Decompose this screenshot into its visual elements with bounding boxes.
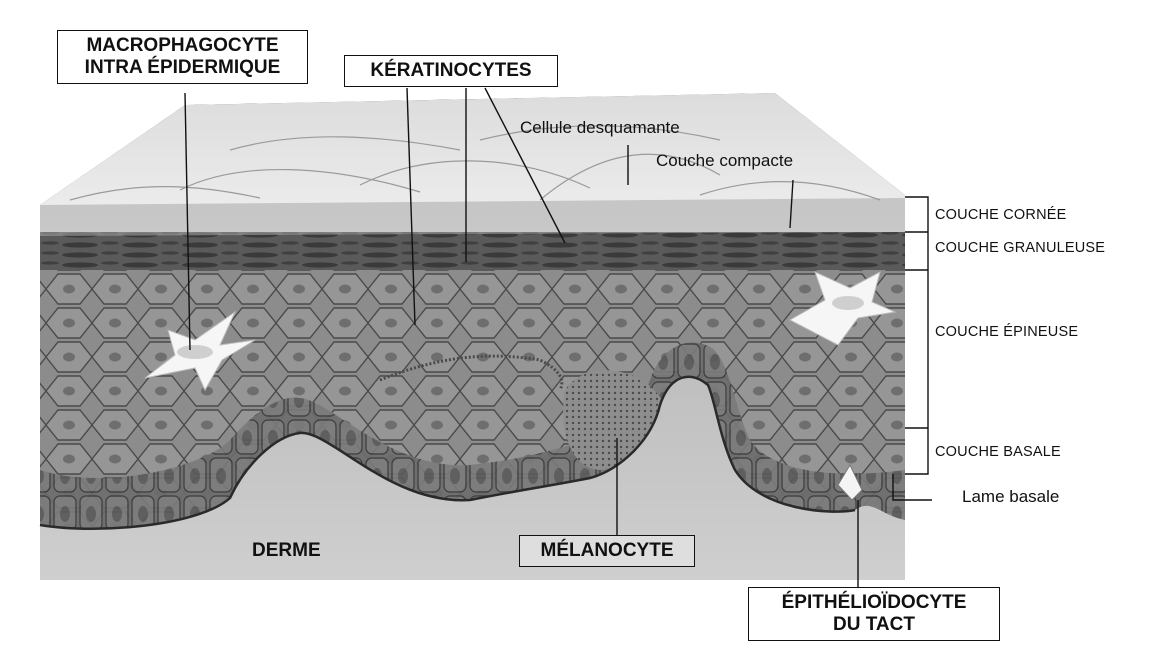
couche-basale-label: COUCHE BASALE: [935, 444, 1061, 460]
macrophagocyte-line-1: MACROPHAGOCYTE: [66, 35, 299, 57]
keratinocytes-label: KÉRATINOCYTES: [344, 55, 558, 87]
couche-granuleuse-label: COUCHE GRANULEUSE: [935, 240, 1105, 256]
epithelioidocyte-line-1: ÉPITHÉLIOÏDOCYTE: [757, 592, 991, 614]
macrophagocyte-label: MACROPHAGOCYTE INTRA ÉPIDERMIQUE: [57, 30, 308, 84]
lame-basale-label: Lame basale: [962, 487, 1059, 507]
melanocyte-label: MÉLANOCYTE: [519, 535, 695, 567]
epithelioidocyte-line-2: DU TACT: [757, 614, 991, 636]
couche-cornee-label: COUCHE CORNÉE: [935, 207, 1067, 223]
macrophagocyte-line-2: INTRA ÉPIDERMIQUE: [66, 57, 299, 79]
couche-epineuse-label: COUCHE ÉPINEUSE: [935, 324, 1078, 340]
couche-compacte-label: Couche compacte: [656, 151, 793, 171]
cellule-desquamante-label: Cellule desquamante: [520, 118, 680, 138]
epithelioidocyte-label: ÉPITHÉLIOÏDOCYTE DU TACT: [748, 587, 1000, 641]
derme-label: DERME: [252, 540, 321, 562]
